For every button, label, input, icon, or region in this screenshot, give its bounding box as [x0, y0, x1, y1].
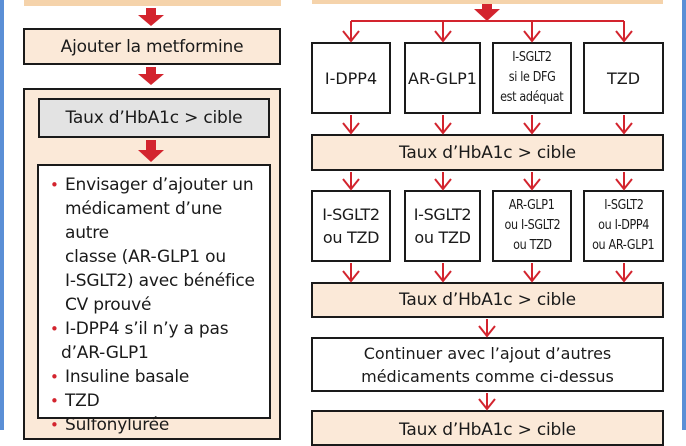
thin-arrow-down: [615, 115, 633, 135]
arrows-layer: [138, 4, 633, 411]
thin-arrow-down: [434, 115, 452, 135]
left-options-box: Envisager d’ajouter un médicament d’une …: [37, 164, 271, 437]
right-hba1c-check-box-1: Taux d’HbA1c > cible: [311, 134, 664, 171]
first-choice-box-tzd: TZD: [583, 42, 664, 114]
thin-arrow-down: [434, 263, 452, 283]
continue-step-box: Continuer avec l’ajout d’autres médicame…: [311, 337, 664, 392]
option-item: Envisager d’ajouter un médicament d’une …: [49, 173, 269, 317]
second-choice-box-3: AR-GLP1 ou I-SGLT2 ou TZD: [492, 190, 572, 262]
block-arrow-down: [138, 67, 164, 85]
option-item: Insuline basale: [49, 365, 269, 389]
metformin-step-box: Ajouter la metformine: [23, 28, 281, 65]
thin-arrow-down: [434, 24, 452, 43]
thin-arrow-down: [523, 263, 541, 283]
left-page-border: [0, 0, 4, 430]
right-top-step-box: [312, 0, 663, 4]
thin-arrow-down: [523, 24, 541, 43]
thin-arrow-down: [478, 319, 496, 338]
block-arrow-down: [474, 4, 500, 21]
option-item: I-DPP4 s’il n’y a pas d’AR-GLP1: [49, 317, 269, 365]
first-choice-box-glp1: AR-GLP1: [404, 42, 481, 114]
second-choice-box-1: I-SGLT2 ou TZD: [311, 190, 391, 262]
right-hba1c-check-box-2: Taux d’HbA1c > cible: [311, 282, 664, 318]
thin-arrow-down: [523, 115, 541, 135]
thin-arrow-down: [342, 24, 360, 43]
thin-arrow-down: [615, 263, 633, 283]
first-choice-box-dpp4: I-DPP4: [311, 42, 391, 114]
first-choice-box-sglt2: I-SGLT2 si le DFG est adéquat: [492, 42, 572, 114]
left-hba1c-check-label: Taux d’HbA1c > cible: [65, 108, 243, 128]
thin-arrow-down: [342, 172, 360, 191]
second-choice-box-2: I-SGLT2 ou TZD: [404, 190, 481, 262]
block-arrow-down: [138, 140, 164, 162]
thin-arrow-down: [615, 172, 633, 191]
thin-arrow-down: [342, 263, 360, 283]
thin-arrow-down: [615, 24, 633, 43]
left-options-list: Envisager d’ajouter un médicament d’une …: [49, 173, 269, 437]
block-arrow-down: [138, 8, 164, 26]
thin-arrow-down: [478, 393, 496, 411]
thin-arrow-down: [434, 172, 452, 191]
left-top-step-box: [24, 0, 281, 6]
right-page-border: [682, 0, 686, 430]
left-hba1c-check-box: Taux d’HbA1c > cible: [38, 98, 270, 138]
thin-arrow-down: [523, 172, 541, 191]
second-choice-box-4: I-SGLT2 ou I-DPP4 ou AR-GLP1: [583, 190, 664, 262]
option-item: TZD: [49, 389, 269, 413]
thin-arrow-down: [342, 115, 360, 135]
metformin-step-label: Ajouter la metformine: [60, 36, 244, 57]
